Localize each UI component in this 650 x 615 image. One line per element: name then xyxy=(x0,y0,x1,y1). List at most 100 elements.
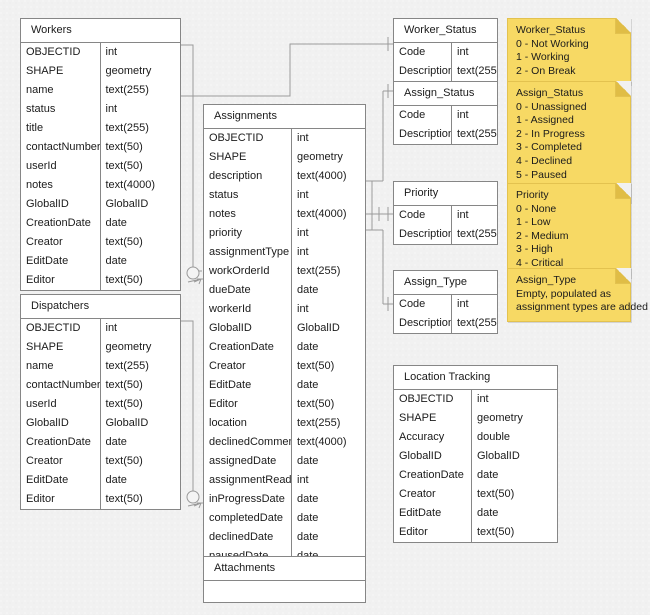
field-type: date xyxy=(477,469,499,481)
field-name: inProgressDate xyxy=(204,490,292,509)
field-type: text(255) xyxy=(297,265,341,277)
field-type: GlobalID xyxy=(297,322,340,334)
field-name: Code xyxy=(394,295,452,314)
note-line: Empty, populated as xyxy=(516,287,611,300)
field-name: OBJECTID xyxy=(204,129,292,148)
note-line: 0 - Not Working xyxy=(516,37,589,50)
field-type: date xyxy=(297,284,319,296)
table-row: workOrderId text(255) xyxy=(204,262,365,281)
field-name: status xyxy=(204,186,292,205)
field-name: notes xyxy=(204,205,292,224)
field-type: int xyxy=(297,246,309,258)
field-type: text(4000) xyxy=(105,179,156,191)
note-line: 4 - Critical xyxy=(516,256,564,269)
field-name: status xyxy=(21,100,101,119)
field-name: Editor xyxy=(394,523,472,542)
note-line: 3 - High xyxy=(516,243,553,256)
field-type: text(50) xyxy=(105,236,143,248)
field-name: EditDate xyxy=(21,471,101,490)
field-type: date xyxy=(477,507,499,519)
field-type: text(255) xyxy=(105,360,149,372)
entity-table-attachments[interactable]: Attachments xyxy=(203,556,366,603)
field-name: Creator xyxy=(21,233,101,252)
field-name: GlobalID xyxy=(21,195,101,214)
field-name: OBJECTID xyxy=(21,43,101,62)
note-line: 1 - Low xyxy=(516,216,551,229)
table-row: notes text(4000) xyxy=(204,205,365,224)
table-row: EditDate date xyxy=(394,504,557,523)
note-line: 4 - Declined xyxy=(516,154,573,167)
table-rows-attachments xyxy=(204,581,365,602)
table-title-priority: Priority xyxy=(394,182,497,206)
field-type: int xyxy=(297,474,309,486)
field-type: text(50) xyxy=(297,360,335,372)
field-name: CreationDate xyxy=(21,214,101,233)
field-name: contactNumber xyxy=(21,376,101,395)
field-type: date xyxy=(297,512,319,524)
note-line: 1 - Working xyxy=(516,51,570,64)
sticky-note-priority[interactable]: Priority 0 - None 1 - Low 2 - Medium 3 -… xyxy=(507,183,631,278)
field-type: text(255) xyxy=(457,128,497,140)
field-name: CreationDate xyxy=(204,338,292,357)
sticky-note-assign-type[interactable]: Assign_Type Empty, populated as assignme… xyxy=(507,268,648,322)
field-type: date xyxy=(297,531,319,543)
field-type: int xyxy=(297,132,309,144)
field-name: assignedDate xyxy=(204,452,292,471)
field-type: int xyxy=(105,46,118,58)
field-name: Code xyxy=(394,43,452,62)
field-type: date xyxy=(297,493,319,505)
field-type: text(50) xyxy=(105,141,143,153)
sticky-note-worker-status[interactable]: Worker_Status 0 - Not Working 1 - Workin… xyxy=(507,18,631,86)
field-type: GlobalID xyxy=(477,450,520,462)
field-name: EditDate xyxy=(21,252,101,271)
field-name: Creator xyxy=(21,452,101,471)
field-type: GlobalID xyxy=(105,198,149,210)
note-title-priority: Priority xyxy=(516,189,549,201)
field-type: text(50) xyxy=(105,398,143,410)
field-type: int xyxy=(477,393,489,405)
field-type: int xyxy=(105,103,118,115)
field-name: SHAPE xyxy=(204,148,292,167)
field-type: int xyxy=(457,298,469,310)
field-name: EditDate xyxy=(394,504,472,523)
field-name: assignmentRead xyxy=(204,471,292,490)
field-type: int xyxy=(297,227,309,239)
field-type: text(50) xyxy=(477,488,515,500)
field-type: GlobalID xyxy=(105,417,149,429)
field-name: location xyxy=(204,414,292,433)
field-name: Description xyxy=(394,314,452,333)
field-type: int xyxy=(297,189,309,201)
field-name: SHAPE xyxy=(394,409,472,428)
field-name: Code xyxy=(394,106,452,125)
field-type: text(4000) xyxy=(297,208,347,220)
field-name: workOrderId xyxy=(204,262,292,281)
